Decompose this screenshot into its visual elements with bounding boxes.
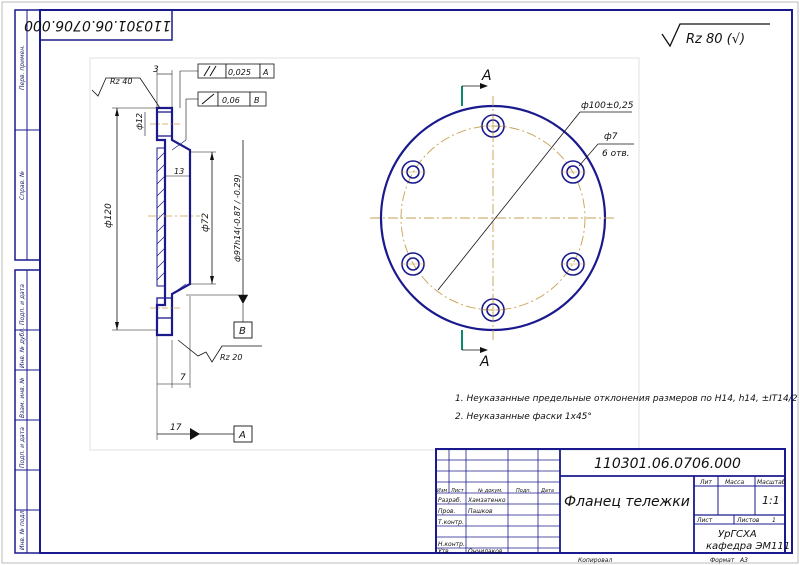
tb-role: Т.контр.: [438, 519, 464, 526]
tb-scale-value: 1:1: [762, 494, 780, 507]
tb-doc-number: 110301.06.0706.000: [594, 456, 741, 472]
tb-role: Утв.: [438, 548, 451, 555]
tb-scale-label: Масштаб: [757, 479, 786, 486]
datum-a: A: [238, 430, 246, 441]
tb-person: Хамзатенко: [467, 497, 506, 504]
tb-sheet-label: Лист: [696, 517, 713, 524]
tol2-base: B: [254, 96, 260, 105]
dim-7: 7: [180, 373, 186, 383]
strip-label: Подп. и дата: [19, 284, 26, 325]
dim-12: ф12: [135, 113, 144, 130]
tb-org-line2: кафедра ЭМ111: [706, 541, 790, 552]
datum-b-box: [233, 321, 253, 339]
left-binding-strip: Перв. примен. Справ. № Подп. и дата Инв.…: [14, 9, 41, 554]
tb-sheets-value: 1: [772, 517, 776, 524]
tb-sheets-label: Листов: [736, 517, 760, 524]
format-label: Формат: [710, 557, 735, 564]
rotated-doc-number: 110301.06.0706.000: [24, 17, 171, 33]
dim-fit: ф97h14(-0.87 / -0.29): [233, 174, 242, 262]
strip-label: Инв. № подл.: [19, 509, 26, 550]
holes-count: 6 отв.: [602, 149, 630, 159]
drawing-area: [89, 57, 640, 451]
tb-part-name: Фланец тележки: [564, 494, 690, 510]
tb-mass-label: Масса: [725, 479, 744, 486]
strip-label: Инв. № дубл.: [19, 327, 26, 368]
rz20: Rz 20: [220, 353, 242, 362]
tb-role: Пров.: [438, 508, 456, 515]
front-view: ф100±0,25 ф7 6 отв. A A: [370, 68, 634, 370]
strip-label: Перв. примен.: [19, 45, 26, 90]
tol1-value: 0,025: [228, 68, 251, 77]
tb-org-line1: УрГСХА: [718, 529, 757, 540]
section-mark-top: A: [481, 68, 492, 84]
tol2-value: 0,06: [222, 96, 240, 105]
tb-col-sign: Подп.: [516, 488, 531, 494]
rotated-doc-box: [39, 9, 173, 41]
dim-pcd: ф100±0,25: [581, 101, 634, 111]
copied-label: Копировал: [578, 557, 612, 564]
tb-role: Н.контр.: [438, 541, 465, 548]
dim-3: 3: [153, 65, 159, 75]
strip-label: Справ. №: [19, 171, 26, 200]
tol1-base: A: [262, 68, 268, 77]
tb-col-izm: Изм: [437, 488, 447, 494]
tb-lit-label: Лит: [699, 479, 712, 486]
note-1: 1. Неуказанные предельные отклонения раз…: [455, 394, 798, 404]
dim-hole: ф7: [604, 132, 618, 142]
tb-col-date: Дата: [540, 488, 554, 494]
strip-label: Взам. инв. №: [19, 377, 26, 418]
dim-17: 17: [170, 423, 182, 433]
format-value: А3: [739, 557, 748, 564]
tb-person: Ончилаков: [468, 548, 503, 555]
tb-role: Разраб.: [438, 497, 462, 504]
side-section-view: ф120 ф12 ф72 ф97h14(-0.87 / -0.29) B 13 …: [91, 63, 275, 443]
roughness-rz80: Rz 80 (√): [686, 32, 745, 47]
dim-72: ф72: [201, 213, 211, 232]
datum-b: B: [239, 326, 246, 337]
title-block: Изм Лист № докум. Подп. Дата Разраб. Хам…: [435, 448, 790, 555]
dim-13: 13: [174, 167, 184, 176]
tb-person: Пашков: [468, 508, 493, 515]
section-mark-bottom: A: [479, 354, 490, 370]
rz40: Rz 40: [110, 77, 132, 86]
note-2: 2. Неуказанные фаски 1х45°: [455, 412, 592, 422]
tb-col-list: Лист: [450, 488, 465, 494]
tb-col-doc: № докум.: [477, 488, 503, 494]
general-roughness-symbol: Rz 80 (√): [661, 23, 770, 48]
dim-120: ф120: [104, 203, 114, 228]
datum-a-box: [233, 425, 253, 443]
strip-label: Подп. и дата: [19, 427, 26, 468]
